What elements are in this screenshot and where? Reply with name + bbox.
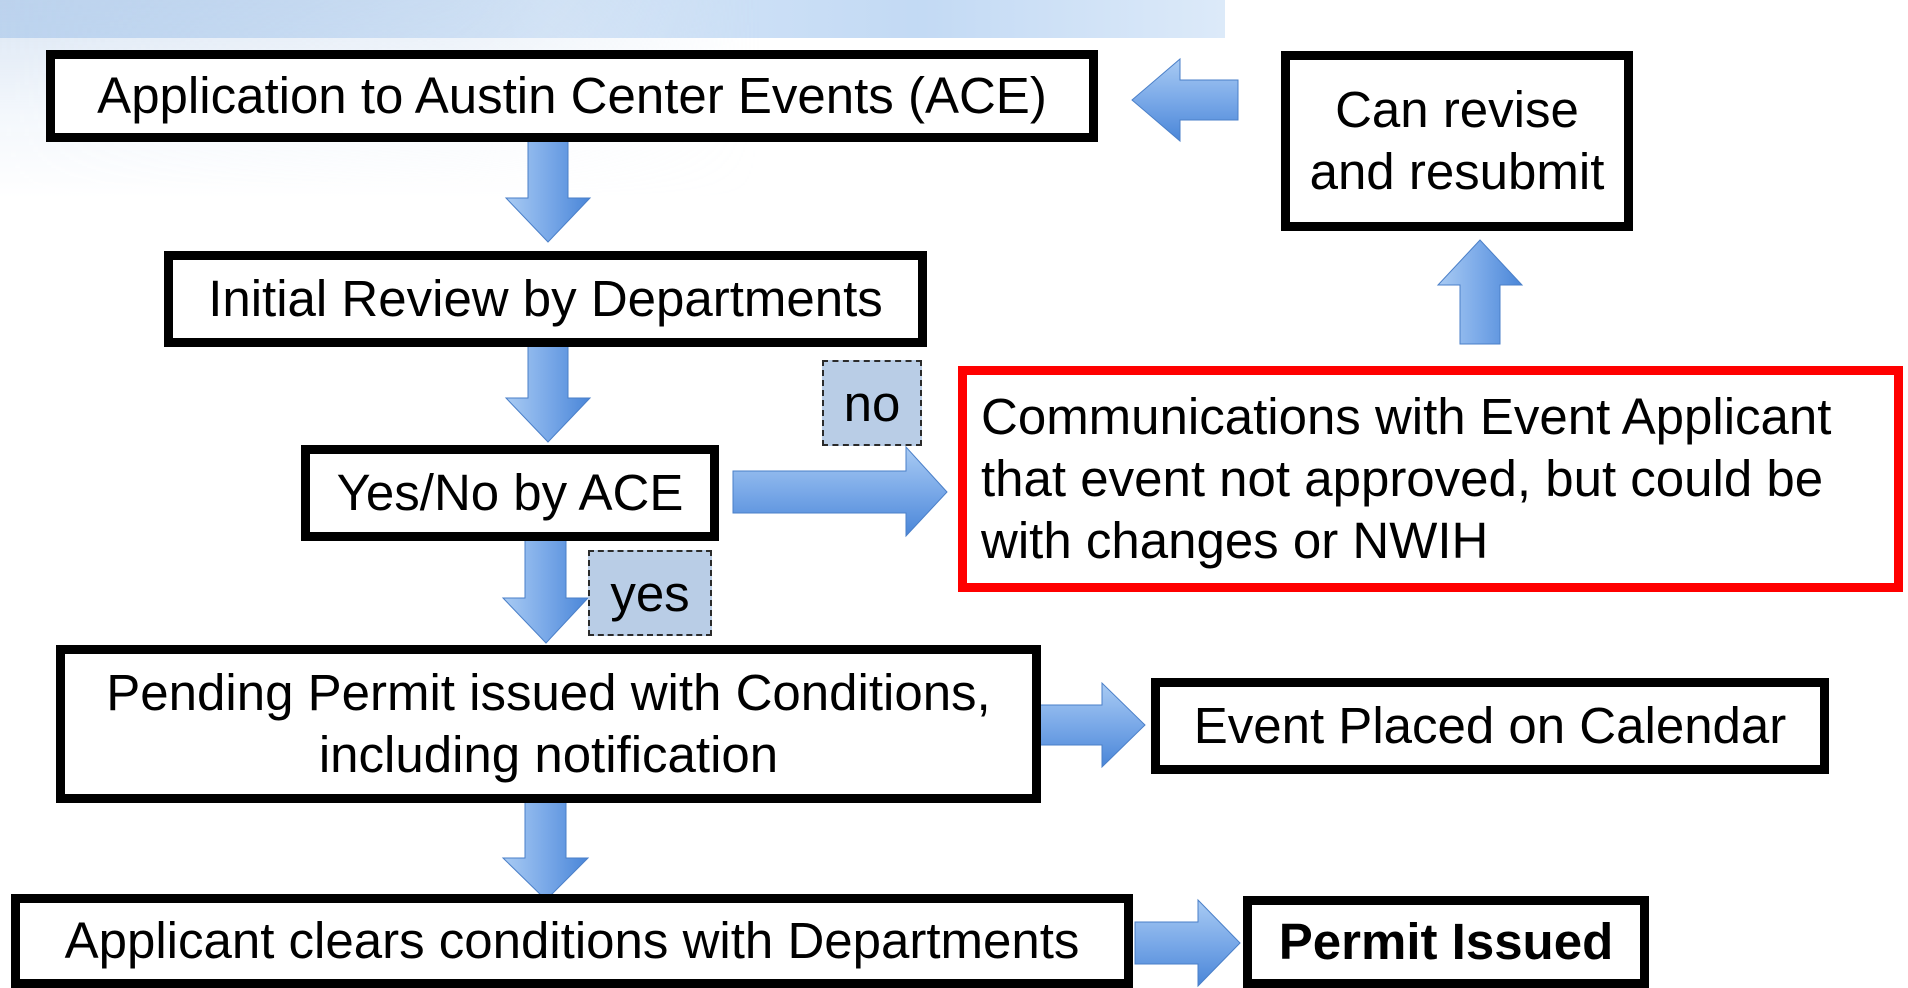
arrow-decision-to-communications — [732, 445, 948, 538]
arrow-clears-to-permit — [1134, 898, 1241, 988]
arrow-communications-to-revise — [1436, 239, 1524, 345]
arrow-revise-to-application — [1131, 57, 1239, 143]
node-application: Application to Austin Center Events (ACE… — [46, 50, 1098, 142]
no-label: no — [822, 360, 922, 446]
node-revise: Can revise and resubmit — [1281, 51, 1633, 231]
node-clears-conditions: Applicant clears conditions with Departm… — [11, 894, 1133, 988]
arrow-pending-to-clears — [501, 797, 590, 901]
node-calendar: Event Placed on Calendar — [1151, 678, 1829, 774]
arrow-pending-to-calendar — [1039, 681, 1146, 769]
arrow-review-to-decision — [504, 339, 592, 443]
yes-label: yes — [588, 550, 712, 636]
node-decision: Yes/No by ACE — [301, 445, 719, 541]
arrow-decision-to-pending — [501, 539, 590, 644]
node-communications: Communications with Event Applicant that… — [958, 366, 1903, 592]
node-pending-permit: Pending Permit issued with Conditions, i… — [56, 645, 1041, 803]
node-initial-review: Initial Review by Departments — [164, 251, 927, 347]
arrow-application-to-review — [504, 139, 592, 243]
node-permit-issued: Permit Issued — [1243, 896, 1649, 988]
